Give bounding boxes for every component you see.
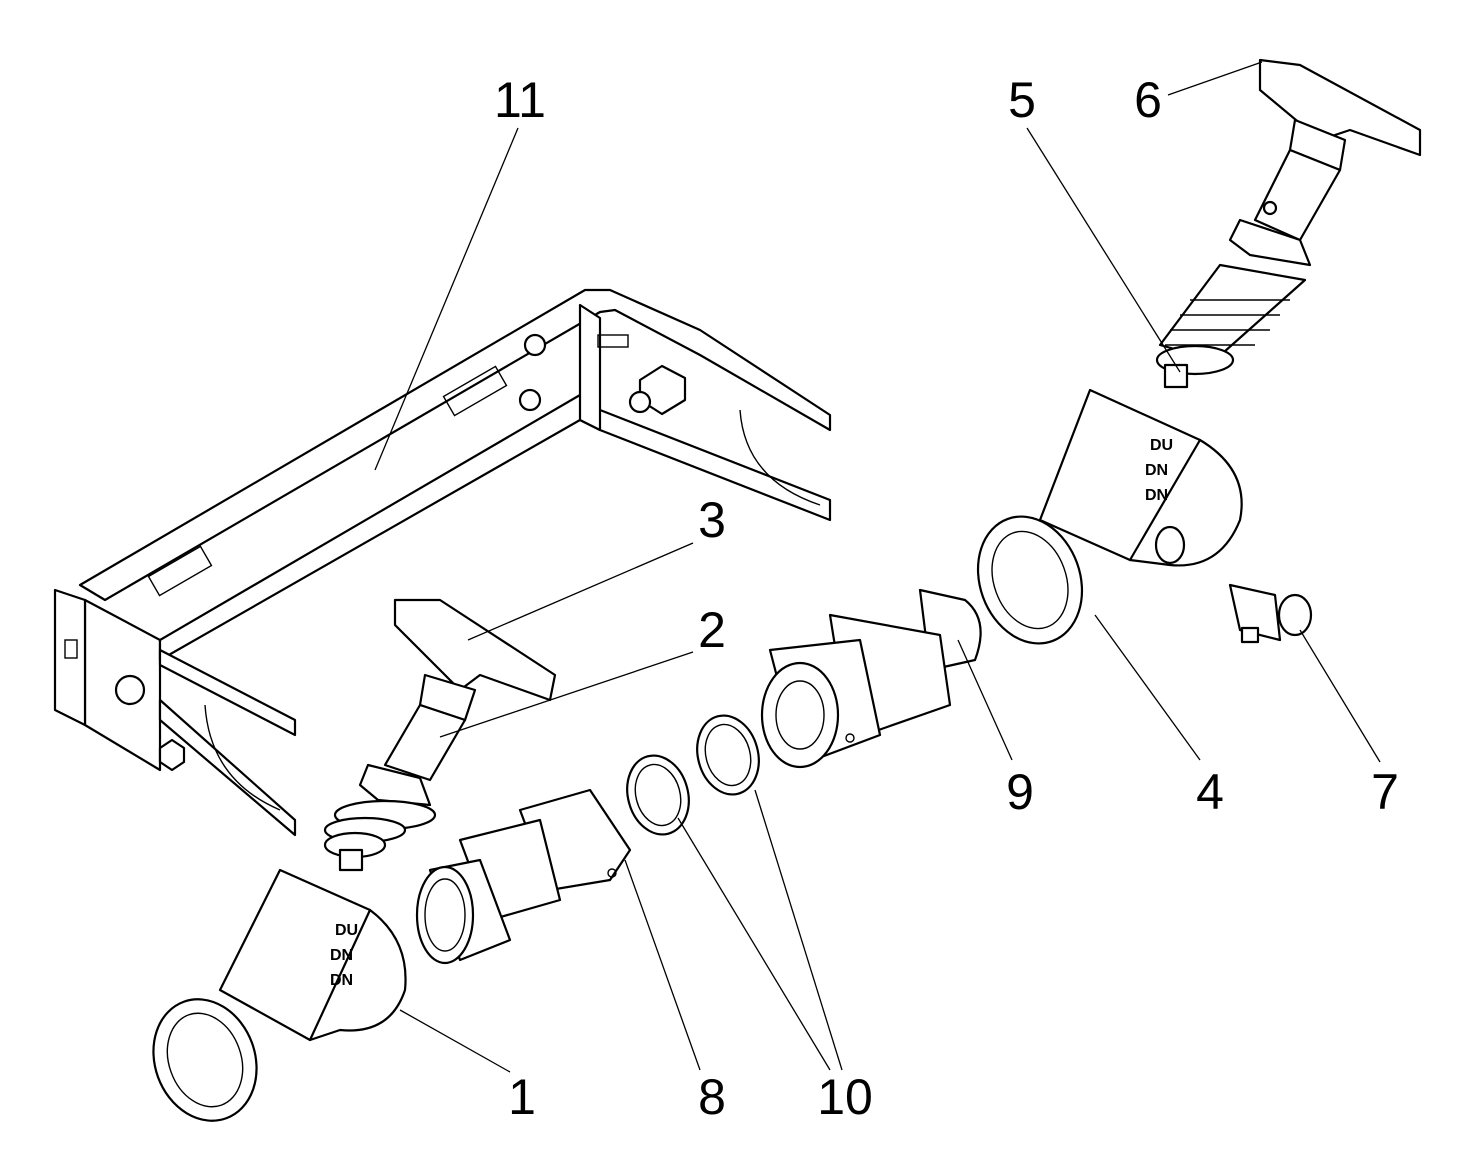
drain-plug — [1228, 583, 1313, 644]
callout-9: 9 — [1006, 764, 1034, 820]
callout-10: 10 — [817, 1069, 873, 1125]
seal-rings — [626, 714, 760, 836]
callout-1: 1 — [508, 1069, 536, 1125]
leader-lines — [374, 61, 1381, 1073]
mounting-bracket — [53, 288, 832, 837]
svg-text:DN: DN — [330, 972, 353, 989]
callout-2: 2 — [698, 602, 726, 658]
svg-text:DN: DN — [1145, 462, 1168, 479]
union-connector-left — [415, 788, 632, 965]
svg-text:DU: DU — [1150, 437, 1173, 454]
svg-text:DN: DN — [330, 947, 353, 964]
callout-5: 5 — [1008, 72, 1036, 128]
valve-upper-left — [323, 598, 557, 872]
svg-text:DU: DU — [335, 922, 358, 939]
callout-4: 4 — [1196, 764, 1224, 820]
svg-text:DN: DN — [1145, 487, 1168, 504]
valve-body-left: DU DN DN — [152, 868, 407, 1122]
callout-7: 7 — [1371, 764, 1399, 820]
valve-upper-top — [1155, 58, 1422, 389]
callout-11: 11 — [494, 72, 546, 128]
callout-3: 3 — [698, 492, 726, 548]
callout-8: 8 — [698, 1069, 726, 1125]
union-connector-right — [760, 588, 982, 769]
valve-body-right: DU DN DN — [976, 388, 1243, 645]
callout-6: 6 — [1134, 72, 1162, 128]
